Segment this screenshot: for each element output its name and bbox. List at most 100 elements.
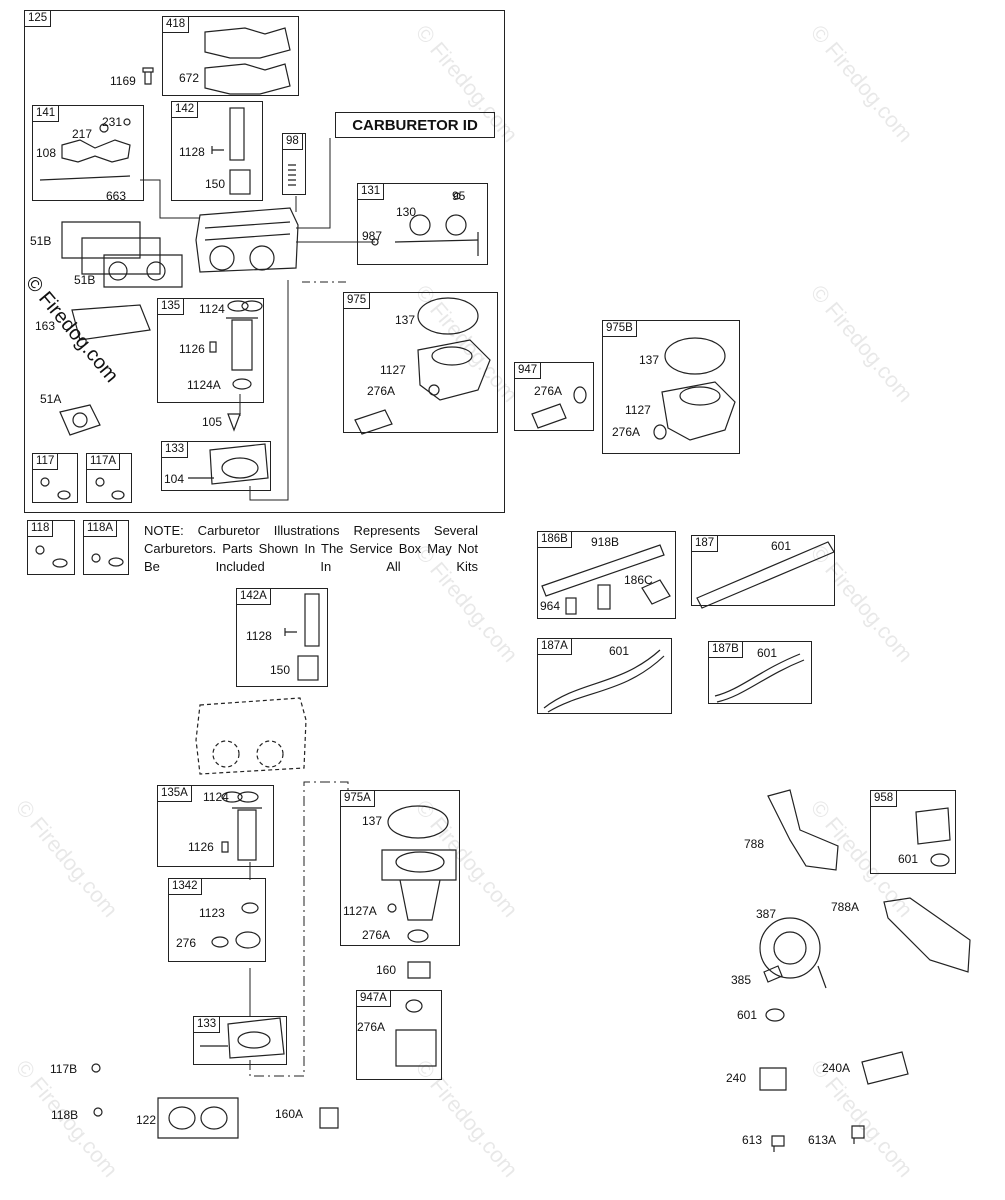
part-label-1128: 1128: [179, 145, 205, 159]
part-label-104: 104: [164, 472, 185, 486]
part-label-1127: 1127: [380, 363, 406, 377]
part-label-788A: 788A: [831, 900, 860, 914]
box-label: 1342: [168, 878, 202, 895]
box-label: 118A: [83, 520, 118, 537]
gasket-672: [204, 63, 291, 95]
carburetor-note: NOTE: Carburetor Illustrations Represent…: [144, 523, 478, 574]
box-label: 186B: [537, 531, 572, 548]
part-label-387: 387: [756, 907, 777, 921]
part-label-1127A: 1127A: [343, 904, 377, 918]
service-box-131: 131: [357, 183, 488, 265]
part-label-385: 385: [731, 973, 752, 987]
part-label-231: 231: [102, 115, 123, 129]
box-label: 135A: [157, 785, 192, 802]
part-label-118B: 118B: [51, 1108, 79, 1122]
service-box-117: 117: [32, 453, 78, 503]
service-box-135A: 135A: [157, 785, 274, 867]
box-label: 187: [691, 535, 719, 552]
box-label: 975A: [340, 790, 375, 807]
box-label: 187B: [708, 641, 743, 658]
service-box-133: 133: [161, 441, 271, 491]
part-label-276A: 276A: [367, 384, 396, 398]
part-label-217: 217: [72, 127, 93, 141]
part-label-601: 601: [737, 1008, 758, 1022]
part-label-122: 122: [136, 1113, 157, 1127]
part-label-108: 108: [36, 146, 57, 160]
box-label: 958: [870, 790, 898, 807]
box-label: 133: [193, 1016, 221, 1033]
part-label-601: 601: [771, 539, 792, 553]
service-box-186B: 186B: [537, 531, 676, 619]
part-label-150: 150: [270, 663, 291, 677]
part-label-987: 987: [362, 229, 383, 243]
box-label: 117: [32, 453, 59, 470]
box-label: 125: [24, 10, 52, 27]
part-label-240: 240: [726, 1071, 747, 1085]
part-label-130: 130: [396, 205, 417, 219]
service-box-1342: 1342: [168, 878, 266, 962]
part-label-1126: 1126: [188, 840, 214, 854]
spring-98: [288, 164, 296, 186]
part-label-601: 601: [898, 852, 919, 866]
box-label: 947A: [356, 990, 391, 1007]
service-box-947A: 947A: [356, 990, 442, 1080]
service-box-958: 958: [870, 790, 956, 874]
service-box-125: 125: [24, 10, 505, 513]
service-box-118A: 118A: [83, 520, 129, 575]
box-label: 135: [157, 298, 185, 315]
part-label-613: 613: [742, 1133, 763, 1147]
part-label-672: 672: [179, 71, 200, 85]
gasket-108: [61, 139, 131, 163]
part-label-51B: 51B: [30, 234, 52, 248]
gasket-163: [71, 304, 151, 341]
service-box-135: 135: [157, 298, 264, 403]
part-label-95: 95: [452, 189, 466, 203]
part-label-788: 788: [744, 837, 765, 851]
service-box-187B: 187B: [708, 641, 812, 704]
carburetor-id-label: CARBURETOR ID: [335, 112, 495, 138]
box-label: 118: [27, 520, 54, 537]
bracket-788: [767, 789, 839, 871]
service-box-98: 98: [282, 133, 306, 195]
box-label: 117A: [86, 453, 121, 470]
box-label: 141: [32, 105, 60, 122]
carburetor-body-top: [195, 207, 299, 273]
box-label: 131: [357, 183, 385, 200]
part-label-160: 160: [376, 963, 397, 977]
part-label-137: 137: [362, 814, 383, 828]
part-label-1124: 1124: [203, 790, 229, 804]
part-label-1128: 1128: [246, 629, 272, 643]
bolt-1169: [142, 67, 154, 85]
part-label-1126: 1126: [179, 342, 205, 356]
part-label-150: 150: [205, 177, 226, 191]
bracket-788A: [883, 897, 971, 973]
part-label-1169: 1169: [110, 74, 136, 88]
part-label-51B: 51B: [74, 273, 96, 287]
part-label-276: 276: [176, 936, 197, 950]
service-box-975B: 975B: [602, 320, 740, 454]
service-box-142: 142: [171, 101, 263, 201]
box-label: 133: [161, 441, 189, 458]
part-label-276A: 276A: [534, 384, 563, 398]
part-label-51A: 51A: [40, 392, 62, 406]
part-label-105: 105: [202, 415, 223, 429]
part-label-1123: 1123: [199, 906, 225, 920]
part-label-186C: 186C: [624, 573, 653, 587]
part-label-1127: 1127: [625, 403, 651, 417]
service-box-117A: 117A: [86, 453, 132, 503]
part-label-663: 663: [106, 189, 127, 203]
service-box-141: 141: [32, 105, 144, 201]
service-box-187A: 187A: [537, 638, 672, 714]
box-label: 187A: [537, 638, 572, 655]
part-label-137: 137: [395, 313, 416, 327]
part-label-918B: 918B: [591, 535, 620, 549]
box-label: 98: [282, 133, 303, 150]
part-label-1124: 1124: [199, 302, 225, 316]
part-label-1124A: 1124A: [187, 378, 221, 392]
gasket-418-top: [204, 27, 291, 59]
box-label: 142A: [236, 588, 271, 605]
part-label-160A: 160A: [275, 1107, 304, 1121]
service-box-947: 947: [514, 362, 594, 431]
service-box-418: 418: [162, 16, 299, 96]
